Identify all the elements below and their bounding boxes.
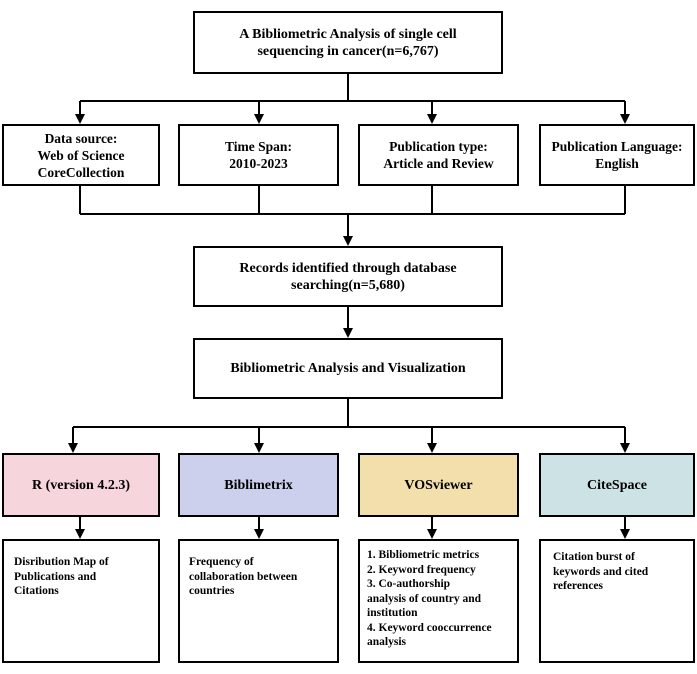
publication-language-box: Publication Language: English [539, 124, 695, 186]
records-box: Records identified through database sear… [193, 246, 503, 307]
biblimetrix-tool-box: Biblimetrix [178, 453, 339, 517]
citespace-output-box: Citation burst of keywords and cited ref… [539, 539, 695, 663]
vosviewer-output-box: 1. Bibliometric metrics 2. Keyword frequ… [358, 539, 519, 663]
analysis-box: Bibliometric Analysis and Visualization [193, 338, 503, 399]
title-box: A Bibliometric Analysis of single cell s… [193, 11, 503, 74]
biblimetrix-output-box: Frequency of collaboration between count… [178, 539, 339, 663]
time-span-box: Time Span: 2010-2023 [178, 124, 339, 186]
r-output-box: Disribution Map of Publications and Cita… [2, 539, 160, 663]
data-source-box: Data source: Web of Science CoreCollecti… [2, 124, 160, 186]
publication-type-box: Publication type: Article and Review [358, 124, 519, 186]
r-tool-box: R (version 4.2.3) [2, 453, 160, 517]
citespace-tool-box: CiteSpace [539, 453, 695, 517]
vosviewer-tool-box: VOSviewer [358, 453, 519, 517]
